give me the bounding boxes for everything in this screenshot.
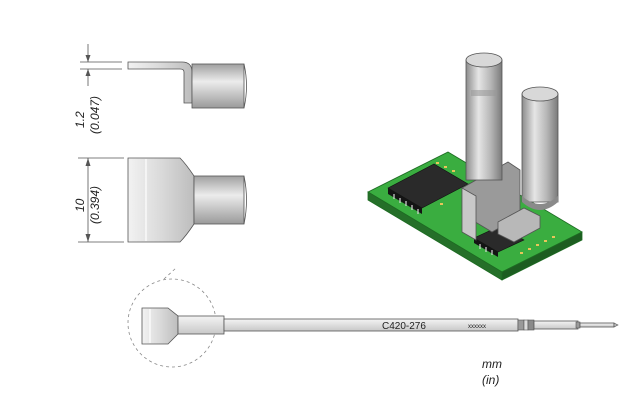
- units-mm-label: mm: [482, 357, 502, 371]
- width-in-label: (0.394): [88, 186, 102, 224]
- units-in-label: (in): [482, 373, 499, 387]
- tip-marking-label: xxxxxx: [468, 324, 486, 330]
- width-mm-label: 10: [73, 198, 87, 212]
- thickness-in-label: (0.047): [88, 96, 102, 134]
- thickness-mm-label: 1.2: [73, 111, 87, 128]
- pcb-illustration: [367, 52, 583, 281]
- full-tip: [127, 267, 619, 368]
- side-view-thin: [80, 44, 247, 109]
- part-number-label: C420-276: [382, 321, 426, 332]
- front-view-wide: [78, 157, 247, 243]
